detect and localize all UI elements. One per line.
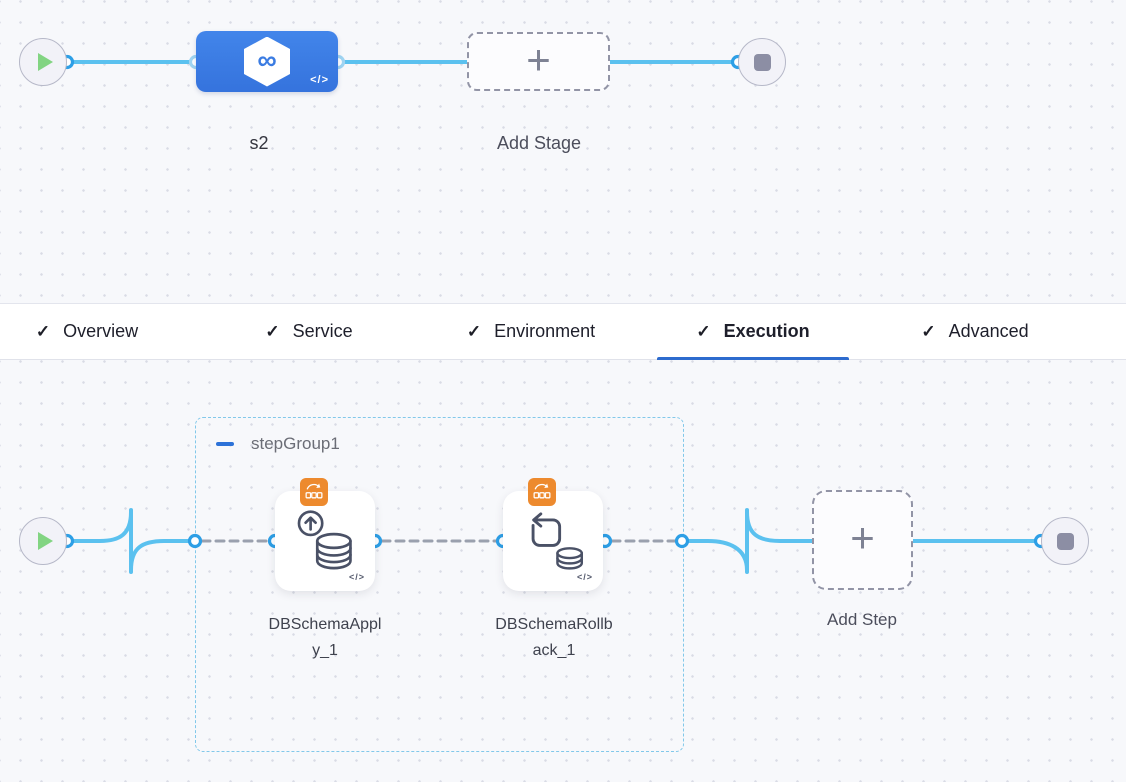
check-icon: ✓ [35,321,51,341]
plus-icon: + [526,35,551,83]
yaml-code-icon: </> [576,572,593,582]
play-icon [37,53,53,71]
tab-execution[interactable]: ✓ Execution [696,304,809,359]
add-step-button[interactable]: + [812,490,913,590]
link-curve [745,510,814,543]
tab-label: Advanced [948,321,1029,341]
stage-node-s2[interactable]: ∞ </> [196,31,338,92]
anchor-dot[interactable] [187,533,203,549]
step-name-label: DBSchemaAppl y_1 [268,616,382,659]
infinity-icon: ∞ [257,44,277,75]
step-card-dbschemarollback[interactable]: </> [503,478,603,591]
step-group-name: stepGroup1 [251,434,340,453]
execution-start-node [19,517,67,565]
yaml-code-icon: </> [310,74,329,86]
link-curve [129,539,190,572]
link-curve [687,539,749,572]
step-card-dbschemaapply[interactable]: </> [275,478,375,591]
db-schema-apply-icon [297,510,352,570]
stop-icon [1056,532,1074,550]
pipeline-start-node [19,38,67,86]
step-group-container: stepGroup1 [195,417,684,752]
check-icon: ✓ [696,321,711,341]
rolling-deployment-icon [528,478,556,506]
tab-overview[interactable]: ✓ Overview [36,304,138,359]
yaml-code-icon: </> [348,572,365,582]
play-icon [37,532,53,550]
anchor-dot[interactable] [674,533,690,549]
tab-advanced[interactable]: ✓ Advanced [921,304,1028,359]
stage-name-label: s2 [249,133,269,153]
stop-icon [753,53,771,71]
tab-label: Service [292,321,353,341]
link-curve [72,510,133,543]
step-name-label: DBSchemaRollb ack_1 [495,616,613,659]
tab-service[interactable]: ✓ Service [265,304,352,359]
check-icon: ✓ [265,321,280,341]
cd-module-icon: ∞ [244,36,290,87]
rolling-deployment-icon [300,478,328,506]
execution-end-node [1041,517,1089,565]
active-tab-underline [657,357,849,360]
collapse-minus-icon[interactable] [216,442,234,446]
add-stage-label: Add Stage [496,133,582,153]
tab-label: Overview [63,321,139,341]
add-stage-button[interactable]: + [467,32,610,91]
execution-graph-wires [59,508,1049,574]
check-icon: ✓ [466,321,482,341]
step-group-header: stepGroup1 [216,434,340,454]
tab-label: Environment [494,321,596,341]
tab-label: Execution [723,321,810,341]
db-schema-rollback-icon [531,512,584,570]
execution-graph-canvas[interactable]: stepGroup1 [0,360,1126,782]
check-icon: ✓ [921,321,936,341]
tab-environment[interactable]: ✓ Environment [467,304,595,359]
stage-graph-canvas[interactable]: ∞ </> s2 + Add Stage [0,0,1126,303]
pipeline-end-node [738,38,786,86]
stage-config-tabbar: ✓ Overview ✓ Service ✓ Environment ✓ Exe… [0,303,1126,360]
plus-icon: + [850,514,875,561]
add-step-label: Add Step [827,610,897,629]
